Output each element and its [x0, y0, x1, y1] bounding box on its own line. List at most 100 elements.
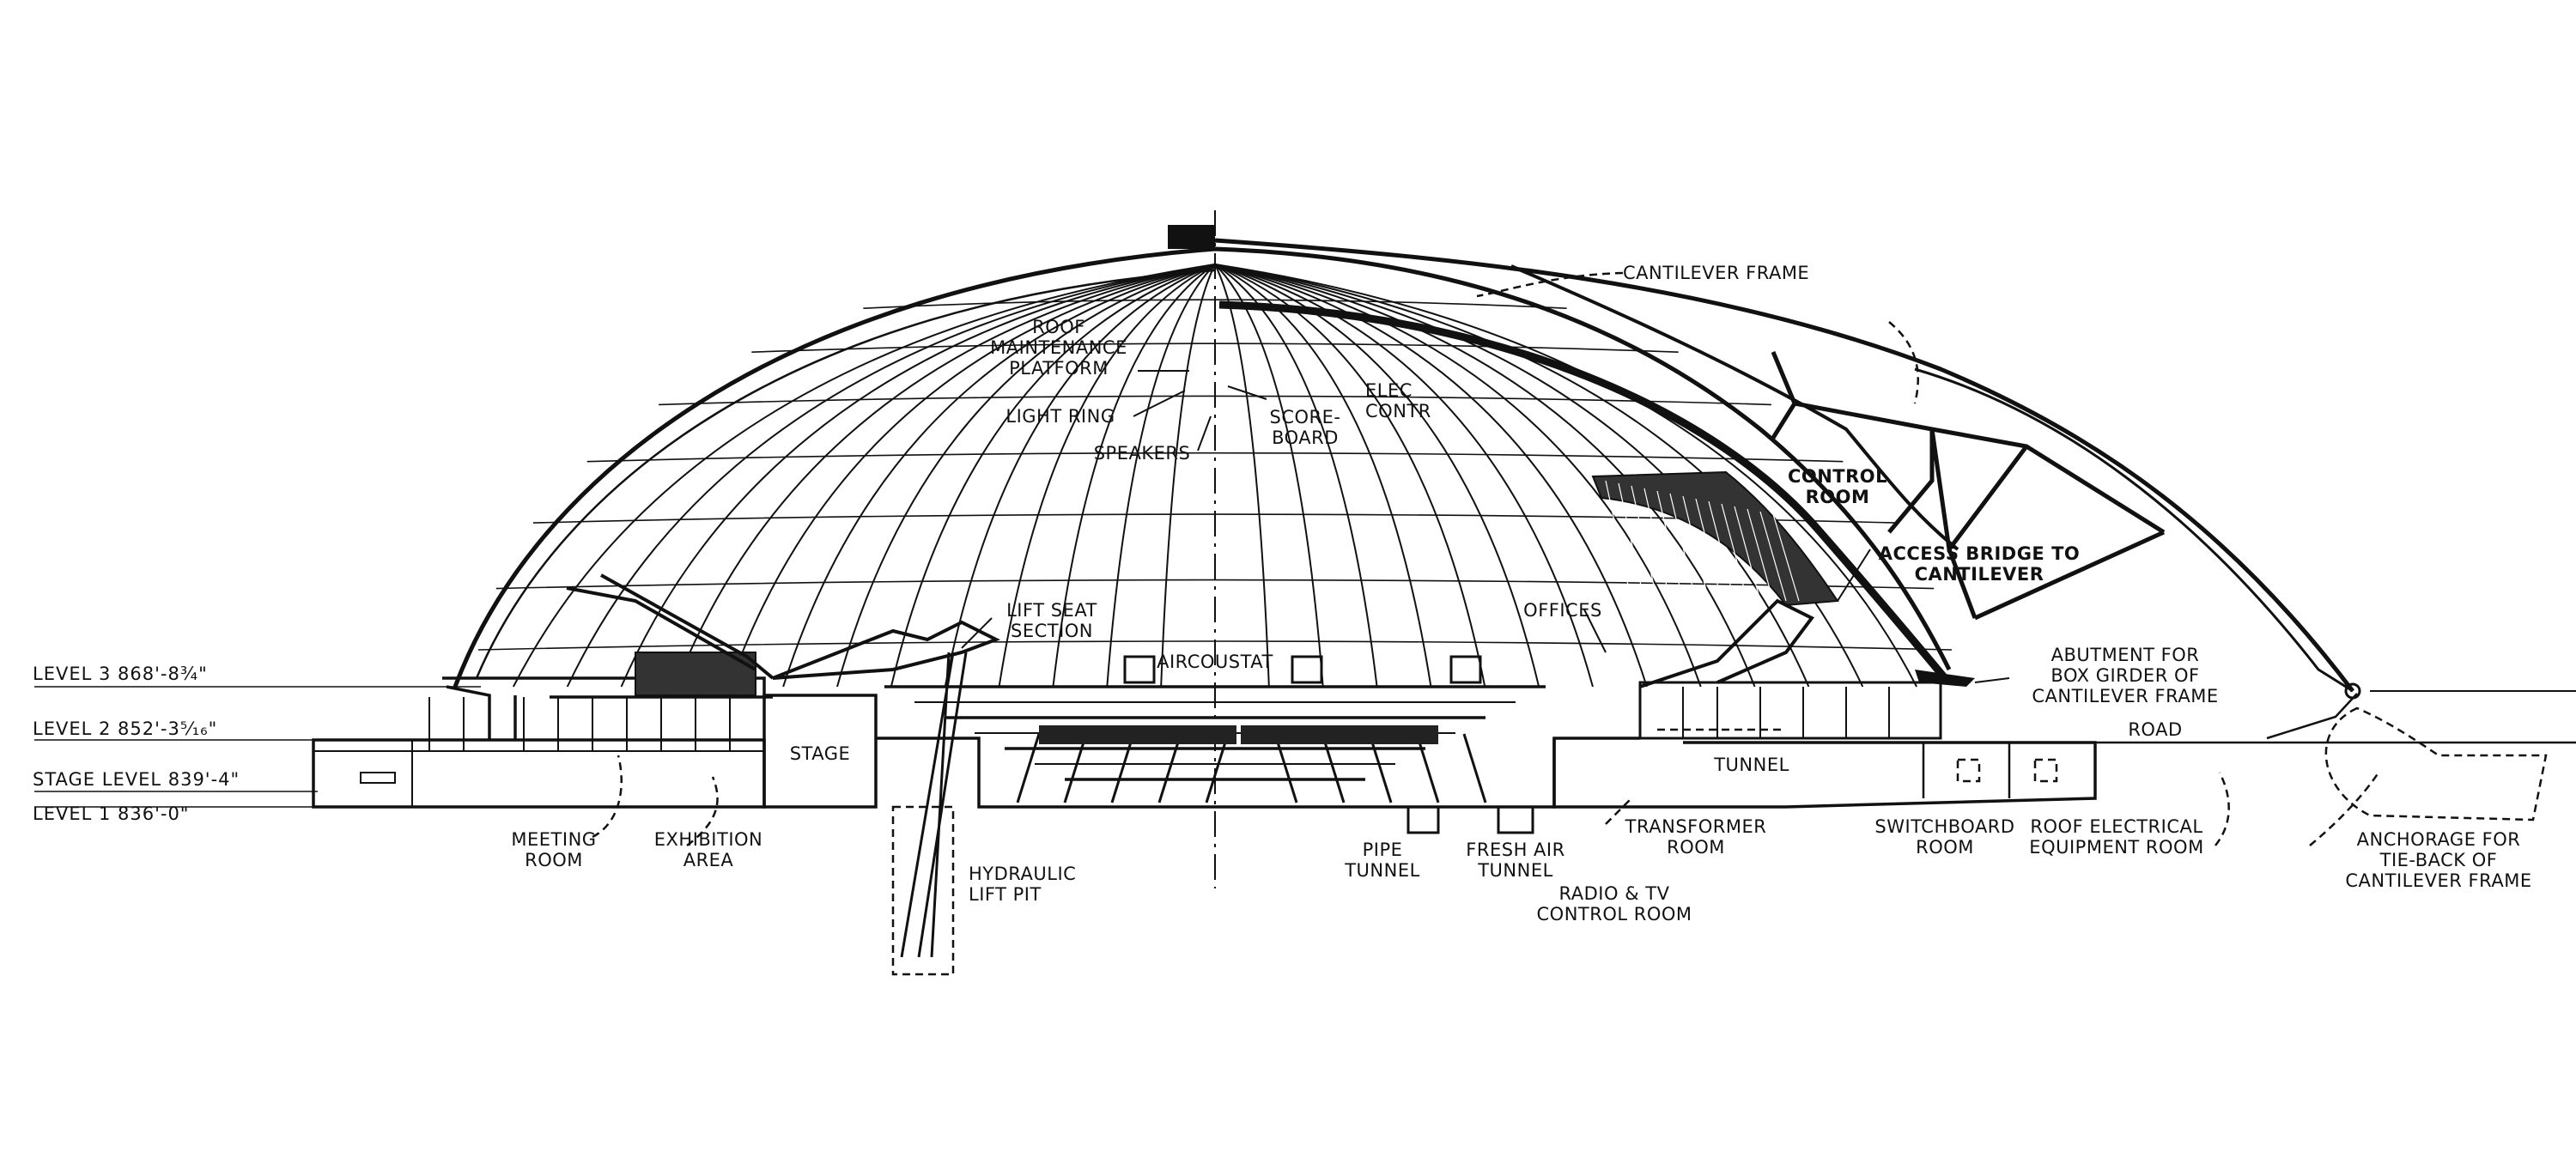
label-tunnel: TUNNEL — [1713, 755, 1789, 775]
seating-aisle — [1063, 733, 1088, 803]
seat-hatch-line — [1656, 490, 1684, 602]
speakers-leader — [1197, 415, 1212, 452]
court-side-seating-left — [1039, 725, 1236, 744]
anchorage-node — [2344, 682, 2361, 700]
label-level3: LEVEL 3 868'-8¾" — [33, 664, 208, 684]
dome-rib — [1214, 264, 1540, 688]
upper-seating-hatch — [1605, 480, 1800, 602]
seat-hatch-line — [1669, 493, 1697, 602]
level-lines — [34, 686, 481, 808]
dome-rib — [1214, 264, 1270, 688]
label-anchorage-1: ANCHORAGE FOR — [2357, 829, 2521, 850]
label-stage-level: STAGE LEVEL 839'-4" — [33, 769, 240, 790]
label-lift-seat-1: LIFT SEAT — [1006, 600, 1097, 621]
leader-lines — [592, 271, 2380, 846]
dome-rib — [566, 264, 1216, 688]
cantilever-top-chord — [1214, 238, 2354, 693]
seat-hatch-line — [1708, 500, 1735, 602]
dome-ribs — [512, 264, 1918, 688]
label-anchorage-3: CANTILEVER FRAME — [2345, 870, 2531, 891]
road-slope — [2266, 693, 2358, 740]
label-elec-contr-2: CONTR — [1365, 401, 1431, 421]
dome-rib — [1214, 264, 1378, 688]
label-access-bridge-1: ACCESS BRIDGE TO — [1879, 543, 2081, 564]
stage-block — [762, 694, 878, 809]
label-anchorage-2: TIE-BACK OF — [2379, 850, 2498, 870]
dome-rib — [1214, 264, 1756, 688]
base-structure — [312, 573, 2097, 976]
light-ring-leader — [1133, 390, 1186, 417]
dome-rib — [674, 264, 1216, 688]
seat-hatch-line — [1747, 508, 1774, 602]
label-transformer-1: TRANSFORMER — [1625, 816, 1767, 837]
label-radio-tv-2: CONTROL ROOM — [1537, 904, 1692, 925]
lift-seat-leader — [961, 617, 993, 649]
left-upper-wing — [442, 676, 773, 740]
electrical-equipment — [2033, 758, 2058, 783]
dome-rib — [1214, 264, 1810, 688]
seat-hatch-line — [1631, 485, 1658, 602]
dome-rib — [1214, 264, 1324, 688]
label-access-bridge-2: CANTILEVER — [1915, 564, 2044, 585]
dome-rib — [1052, 264, 1216, 688]
label-meeting-room-2: ROOM — [525, 850, 583, 870]
label-level1: LEVEL 1 836'-0" — [33, 803, 189, 824]
seat-hatch-line — [1772, 513, 1800, 602]
dome-rib — [782, 264, 1216, 688]
transformer-leader — [1605, 728, 1786, 825]
label-road: ROAD — [2128, 719, 2182, 740]
aircoustat-unit-3 — [1449, 655, 1482, 684]
label-pipe-tunnel-1: PIPE — [1363, 840, 1403, 860]
labels: CANTILEVER FRAME ROOF MAINTENANCE PLATFO… — [33, 263, 2531, 925]
label-fresh-air-2: TUNNEL — [1477, 860, 1553, 881]
offices-leader — [1583, 609, 1607, 653]
seat-hatch-line — [1734, 506, 1761, 602]
left-seating-rake — [566, 573, 775, 680]
label-fresh-air-1: FRESH AIR — [1466, 840, 1564, 860]
dome-inner-shell — [475, 269, 1216, 679]
anchorage-leader — [2215, 772, 2380, 846]
seat-hatch-line — [1759, 511, 1787, 602]
pipe-tunnel-box — [1406, 805, 1440, 834]
label-speakers: SPEAKERS — [1094, 443, 1191, 464]
seat-hatch-line — [1721, 503, 1748, 602]
label-scoreboard-1: SCORE- — [1270, 407, 1341, 427]
label-offices: OFFICES — [1523, 600, 1602, 621]
seating-aisle — [1368, 733, 1393, 803]
fresh-air-tunnel-box — [1497, 805, 1534, 834]
label-roof-maint-3: PLATFORM — [1009, 358, 1109, 379]
label-control-room-2: ROOM — [1806, 487, 1870, 507]
aircoustat-unit-1 — [1123, 655, 1156, 684]
access-bridge-leader — [1837, 549, 1871, 602]
seat-hatch-line — [1643, 488, 1671, 602]
label-cantilever-frame: CANTILEVER FRAME — [1623, 263, 1809, 283]
seat-hatch-line — [1605, 480, 1632, 602]
dome-rib — [944, 264, 1216, 688]
dome-rib — [1160, 264, 1216, 688]
label-light-ring: LIGHT RING — [1005, 406, 1115, 427]
label-abutment-1: ABUTMENT FOR — [2051, 645, 2200, 665]
label-scoreboard-2: BOARD — [1272, 427, 1339, 448]
label-transformer-2: ROOM — [1667, 837, 1725, 858]
label-exhibition-1: EXHIBITION — [654, 829, 763, 850]
seat-hatch-line — [1695, 498, 1722, 602]
dome-crown-cap — [1168, 225, 1215, 249]
left-columns — [428, 697, 731, 751]
cantilever-back-stay — [1914, 367, 2354, 693]
seat-hatch-line — [1682, 495, 1710, 602]
label-elec-contr-1: ELEC — [1365, 380, 1413, 401]
label-lift-seat-2: SECTION — [1011, 621, 1093, 641]
court-side-seating-right — [1241, 725, 1438, 744]
seating-aisle — [1462, 733, 1487, 803]
dome-rib — [1214, 264, 1432, 688]
hydraulic-lift-pit — [891, 805, 955, 976]
label-control-room-1: CONTROL — [1788, 466, 1887, 487]
right-base-block — [1552, 738, 2097, 809]
label-meeting-room-1: MEETING — [511, 829, 596, 850]
lift-piston — [900, 652, 968, 958]
left-base-window — [360, 772, 396, 784]
label-switchboard-1: SWITCHBOARD — [1874, 816, 2014, 837]
anchorage-footing — [2324, 706, 2548, 821]
